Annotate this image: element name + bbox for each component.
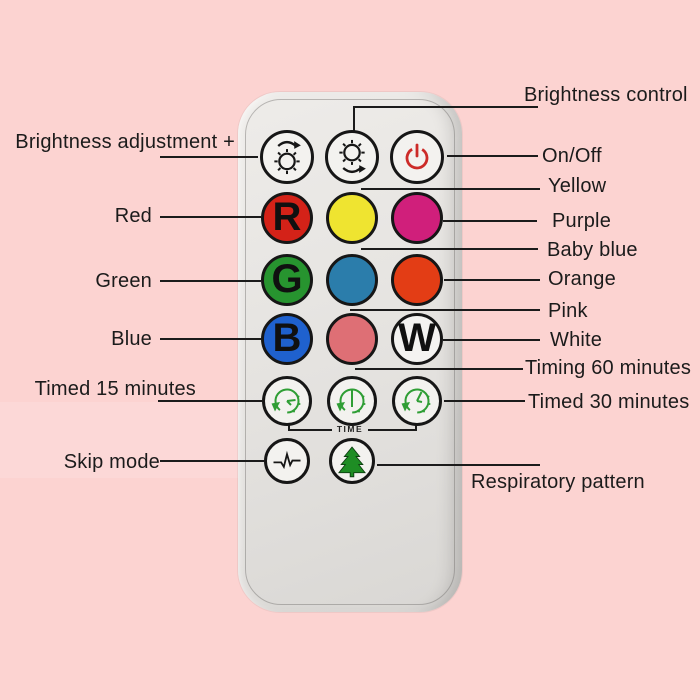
orange-color-button[interactable] <box>391 254 443 306</box>
time-bracket-right-segment <box>368 429 417 431</box>
leader-timing-60 <box>355 368 523 370</box>
label-brightness-control: Brightness control <box>524 84 688 106</box>
time-group-label: TIME <box>336 424 364 434</box>
label-green: Green <box>95 270 152 292</box>
label-skip-mode: Skip mode <box>63 451 160 473</box>
leader-red <box>160 216 261 218</box>
yellow-color-button[interactable] <box>326 192 378 244</box>
label-brightness-adjustment: Brightness adjustment + <box>15 131 235 153</box>
leader-orange <box>444 279 540 281</box>
timer-15-clock-icon <box>267 381 307 421</box>
label-timed-30: Timed 30 minutes <box>528 391 690 413</box>
pine-tree-icon <box>334 443 370 479</box>
leader-purple <box>443 220 537 222</box>
brightness-up-button[interactable] <box>260 130 314 184</box>
red-letter: R <box>272 195 302 239</box>
purple-color-button[interactable] <box>391 192 443 244</box>
blue-letter: B <box>272 316 302 360</box>
leader-skip-mode <box>160 460 264 462</box>
leader-brightness-control <box>353 106 538 108</box>
timer-15-button[interactable] <box>262 376 312 426</box>
brightness-down-button[interactable] <box>325 130 379 184</box>
baby-blue-color-button[interactable] <box>326 254 378 306</box>
skip-mode-button[interactable] <box>264 438 310 484</box>
label-respiratory: Respiratory pattern <box>471 471 645 493</box>
leader-baby-blue <box>361 248 538 250</box>
time-bracket-left-segment <box>288 429 332 431</box>
red-color-button[interactable]: R <box>261 192 313 244</box>
time-bracket-right-stub <box>415 424 417 431</box>
label-baby-blue: Baby blue <box>547 239 638 261</box>
leader-pink <box>350 309 540 311</box>
green-color-button[interactable]: G <box>261 254 313 306</box>
label-purple: Purple <box>552 210 612 232</box>
pink-color-button[interactable] <box>326 313 378 365</box>
white-letter: W <box>398 316 436 360</box>
leader-blue <box>160 338 261 340</box>
time-bracket-left-stub <box>288 424 290 431</box>
timer-60-clock-icon <box>332 381 372 421</box>
leader-yellow <box>361 188 540 190</box>
blue-color-button[interactable]: B <box>261 313 313 365</box>
white-color-button[interactable]: W <box>391 313 443 365</box>
sun-arrow-up-icon <box>265 135 309 179</box>
respiratory-pattern-button[interactable] <box>329 438 375 484</box>
leader-brightness-control-vertical <box>353 107 355 132</box>
sun-arrow-down-icon <box>330 135 374 179</box>
label-timed-15: Timed 15 minutes <box>34 378 196 400</box>
label-yellow: Yellow <box>548 175 607 197</box>
label-on-off: On/Off <box>542 145 602 167</box>
leader-brightness-adjustment <box>160 156 258 158</box>
timer-30-clock-icon <box>397 381 437 421</box>
label-pink: Pink <box>548 300 588 322</box>
timer-30-button[interactable] <box>392 376 442 426</box>
leader-timed-30 <box>444 400 525 402</box>
label-white: White <box>550 329 603 351</box>
leader-on-off <box>447 155 538 157</box>
leader-timed-15 <box>158 400 262 402</box>
green-letter: G <box>271 257 303 301</box>
timer-60-button[interactable] <box>327 376 377 426</box>
leader-white <box>443 339 540 341</box>
leader-respiratory <box>377 464 540 466</box>
label-timing-60: Timing 60 minutes <box>525 357 692 379</box>
leader-green <box>160 280 261 282</box>
power-button[interactable] <box>390 130 444 184</box>
label-orange: Orange <box>548 268 616 290</box>
label-blue: Blue <box>111 328 152 350</box>
power-icon <box>397 137 437 177</box>
label-red: Red <box>114 205 152 227</box>
pulse-waveform-icon <box>269 443 305 479</box>
